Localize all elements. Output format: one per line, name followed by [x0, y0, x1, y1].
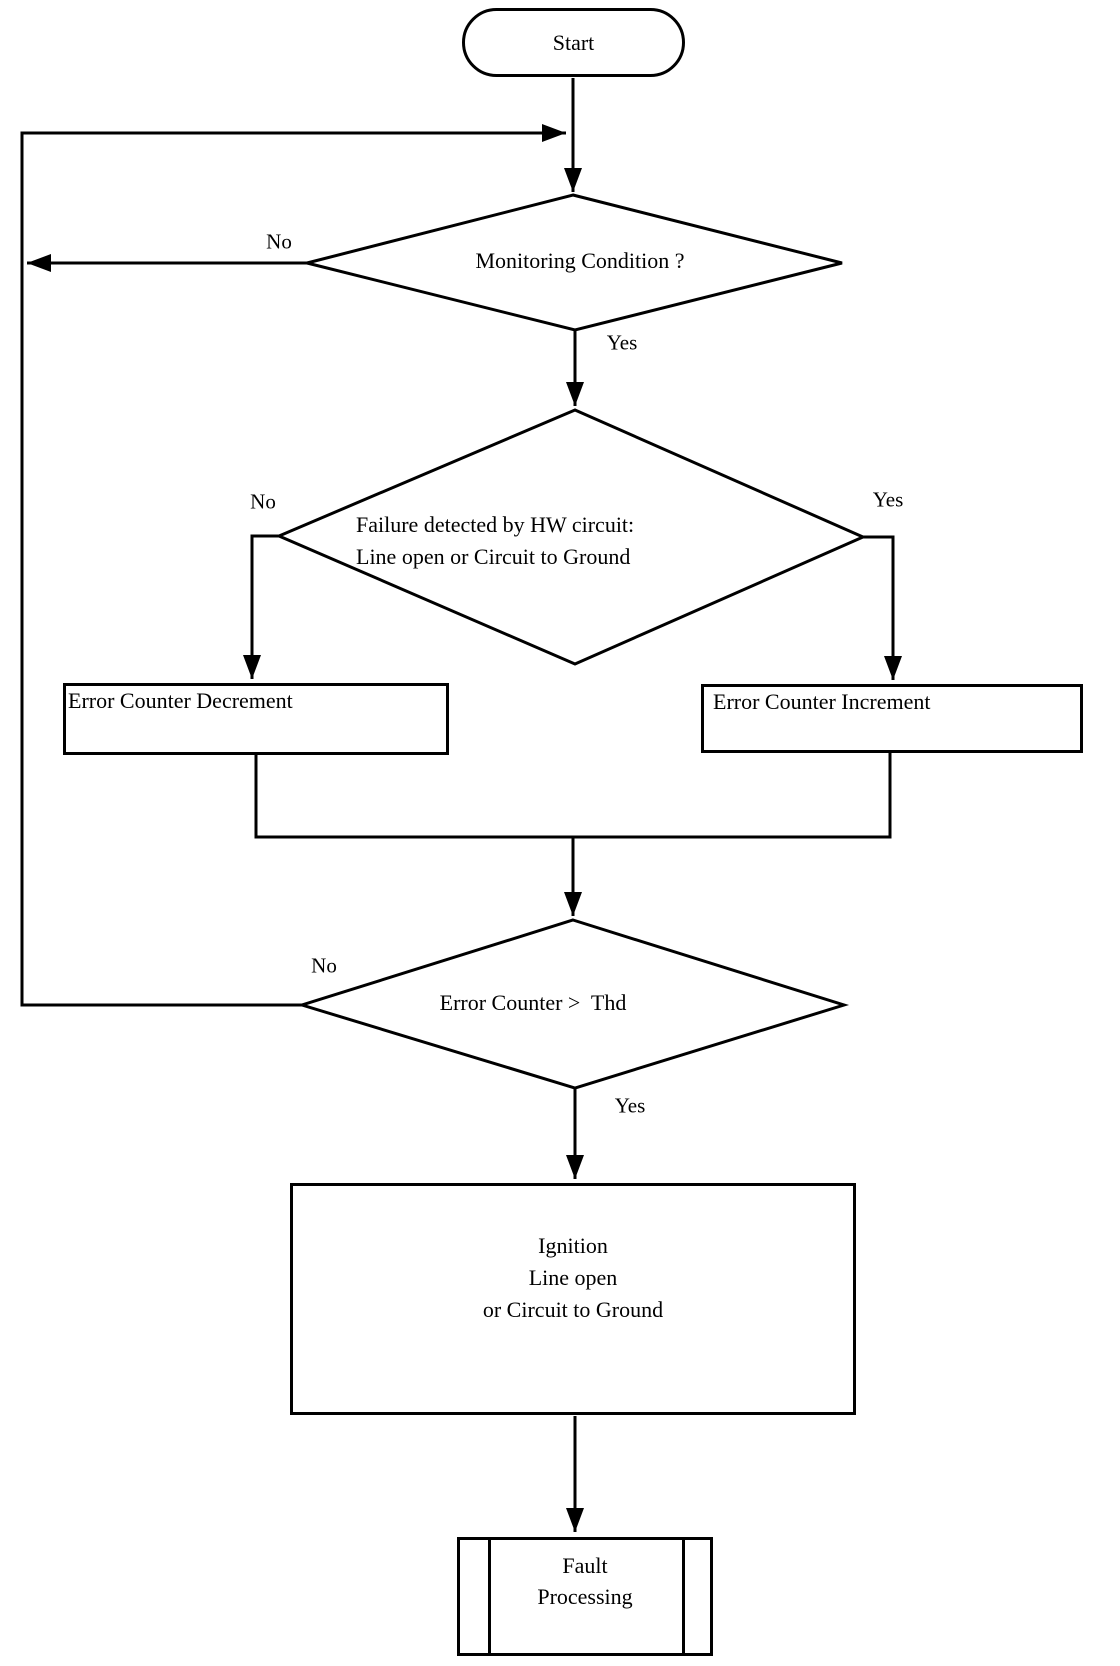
error-counter-increment-label: Error Counter Increment: [713, 689, 931, 714]
fault-processing-node: Fault Processing: [457, 1537, 713, 1656]
error-counter-decrement-node: Error Counter Decrement: [63, 683, 449, 755]
monitoring-decision-shape: [306, 193, 843, 332]
start-node: Start: [462, 8, 685, 77]
fault-processing-label: Fault Processing: [537, 1553, 633, 1609]
merge-rail-edge: [254, 752, 892, 839]
failure-no-label: No: [250, 489, 276, 514]
start-label: Start: [552, 29, 595, 55]
error-counter-increment-node: Error Counter Increment: [701, 684, 1083, 753]
failure-yes-edge: [863, 535, 902, 680]
threshold-decision-shape: [296, 918, 850, 1090]
threshold-no-loop-edge: [20, 124, 566, 1007]
failure-decision-label: Failure detected by HW circuit: Line ope…: [356, 512, 635, 569]
error-counter-decrement-label: Error Counter Decrement: [68, 688, 293, 713]
failure-decision-shape: [275, 408, 867, 666]
predefined-process-bar-right: [682, 1540, 685, 1653]
threshold-yes-label: Yes: [614, 1093, 646, 1118]
failure-yes-label: Yes: [872, 487, 904, 512]
threshold-no-label: No: [311, 953, 337, 978]
monitoring-decision-label: Monitoring Condition ?: [475, 248, 685, 273]
ignition-node: Ignition Line open or Circuit to Ground: [290, 1183, 856, 1415]
monitoring-yes-label: Yes: [606, 330, 638, 355]
failure-no-edge: [243, 534, 280, 679]
predefined-process-bar-left: [488, 1540, 491, 1653]
threshold-decision-label: Error Counter > Thd: [439, 990, 627, 1015]
monitoring-no-label: No: [266, 229, 292, 254]
